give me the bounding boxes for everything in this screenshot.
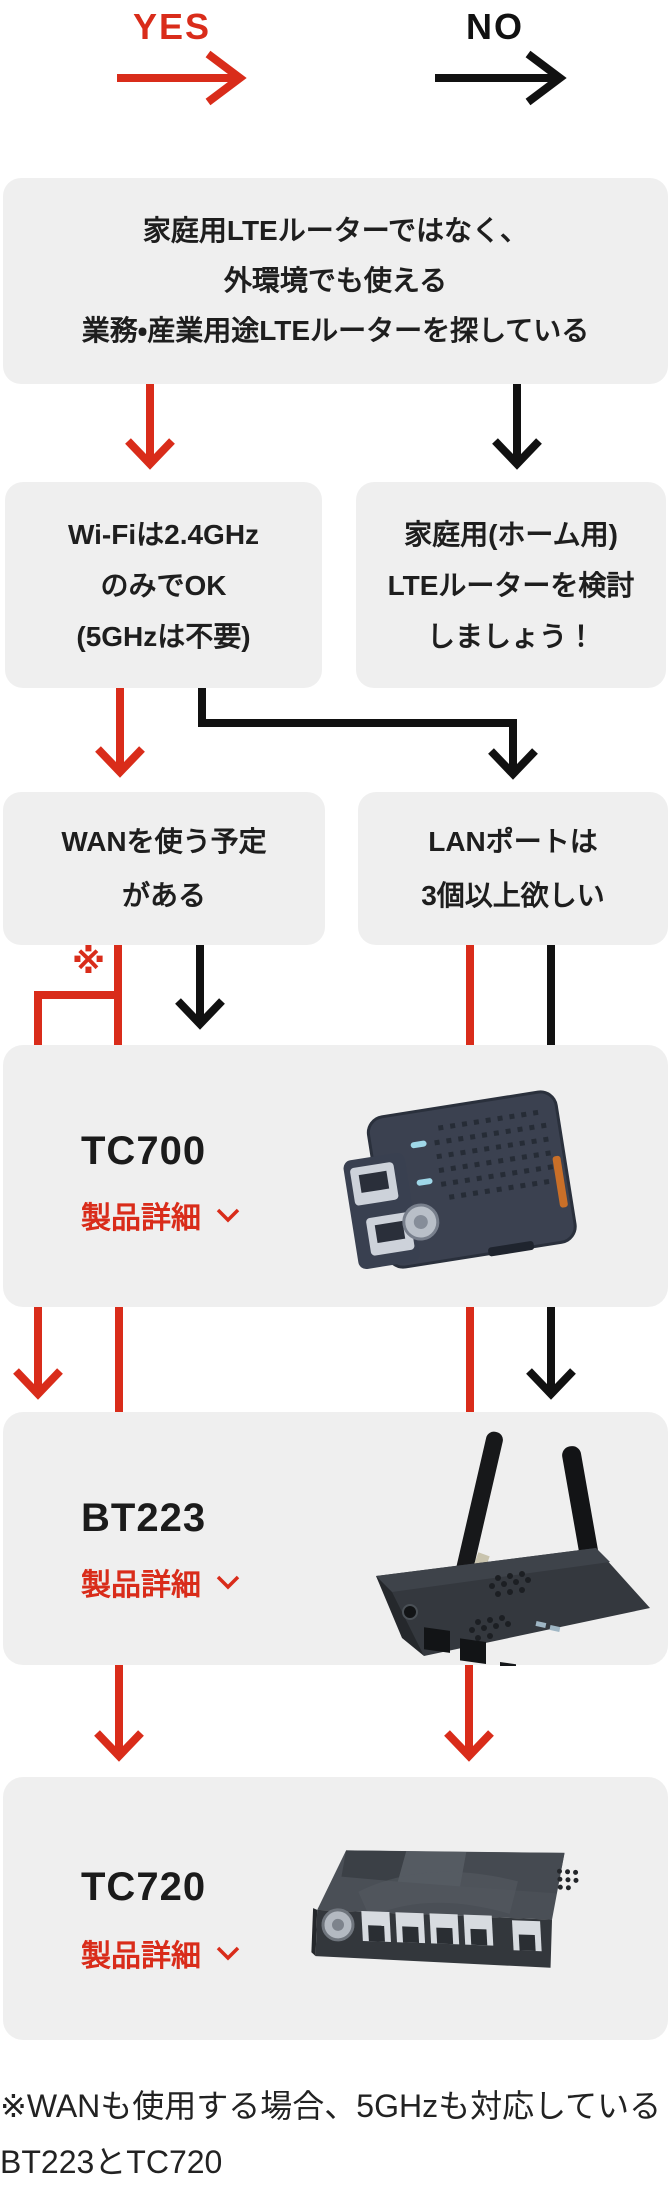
- product-details-link-tc700[interactable]: 製品詳細: [81, 1193, 241, 1237]
- question-line: (5GHzは不要): [76, 620, 251, 652]
- question-line: がある: [121, 879, 206, 911]
- chevron-down-icon: [216, 1946, 240, 1960]
- question-line: Wi-Fiは2.4GHz: [67, 518, 260, 550]
- question-line: 家庭用LTEルーターではなく、: [142, 215, 529, 246]
- no-arrow-into-tc700-icon: [175, 945, 225, 1030]
- product-details-link-tc720[interactable]: 製品詳細: [81, 1931, 241, 1975]
- question-line: 外環境でも使える: [223, 265, 448, 296]
- product-card-bt223: BT223 製品詳細: [3, 1412, 668, 1666]
- question-box-lan-ports: LANポートは 3個以上欲しい: [358, 792, 668, 945]
- yes-legend-label: YES: [132, 6, 212, 47]
- yes-arrow-q1-to-q2-icon: [125, 384, 175, 470]
- no-arrow-q1-to-home-icon: [492, 384, 542, 470]
- product-details-link-bt223[interactable]: 製品詳細: [81, 1560, 241, 1604]
- yes-arrow-right-icon: [117, 50, 247, 106]
- product-card-tc700: TC700 製品詳細: [3, 1045, 668, 1307]
- footnote-reference-mark: ※: [72, 943, 106, 981]
- yes-arrow-into-tc720-right-icon: [444, 1665, 494, 1762]
- product-name-tc700: TC700: [81, 1129, 207, 1173]
- no-legend-label: NO: [466, 6, 524, 47]
- question-box-wifi-24ghz: Wi-Fiは2.4GHz のみでOK (5GHzは不要): [5, 482, 322, 688]
- question-line: 業務・産業用途LTEルーターを探している: [81, 315, 590, 346]
- tc700-product-image: [343, 1090, 577, 1270]
- result-line: 家庭用(ホーム用): [404, 518, 618, 550]
- yes-arrow-into-tc720-left-icon: [94, 1665, 144, 1762]
- question-box-wan-usage: WANを使う予定 がある: [3, 792, 325, 945]
- chevron-down-icon: [216, 1208, 240, 1222]
- product-details-label: 製品詳細: [81, 1569, 201, 1602]
- question-line: LANポートは: [428, 825, 598, 857]
- no-elbow-q2-to-q4-icon: [198, 688, 538, 780]
- question-box-industrial-router: 家庭用LTEルーターではなく、 外環境でも使える 業務・産業用途LTEルーターを…: [3, 178, 668, 384]
- product-details-label: 製品詳細: [81, 1940, 201, 1973]
- result-line: しましょう！: [426, 620, 595, 652]
- footnote-line: ※WANも使用する場合、5GHzも対応している: [0, 2088, 662, 2124]
- no-arrow-right-icon: [435, 50, 567, 106]
- product-card-tc720: TC720 製品詳細: [3, 1777, 668, 2040]
- question-line: WANを使う予定: [61, 825, 267, 857]
- footnote: ※WANも使用する場合、5GHzも対応している BT223とTC720: [0, 2078, 671, 2190]
- footnote-line: BT223とTC720: [0, 2144, 223, 2180]
- yes-arrow-into-bt223-icon: [13, 1307, 63, 1400]
- chevron-down-icon: [216, 1575, 240, 1589]
- question-line: のみでOK: [100, 569, 227, 601]
- result-box-home-router: 家庭用(ホーム用) LTEルーターを検討 しましょう！: [356, 482, 666, 688]
- tc720-product-image: [311, 1850, 579, 1968]
- product-name-bt223: BT223: [81, 1496, 207, 1540]
- bt223-product-image: [376, 1431, 650, 1666]
- question-line: 3個以上欲しい: [421, 879, 605, 911]
- product-name-tc720: TC720: [81, 1865, 207, 1909]
- result-line: LTEルーターを検討: [387, 569, 635, 601]
- product-details-label: 製品詳細: [81, 1202, 201, 1235]
- no-arrow-into-bt223-icon: [526, 1307, 576, 1400]
- yes-arrow-q2-to-q3-icon: [95, 688, 145, 778]
